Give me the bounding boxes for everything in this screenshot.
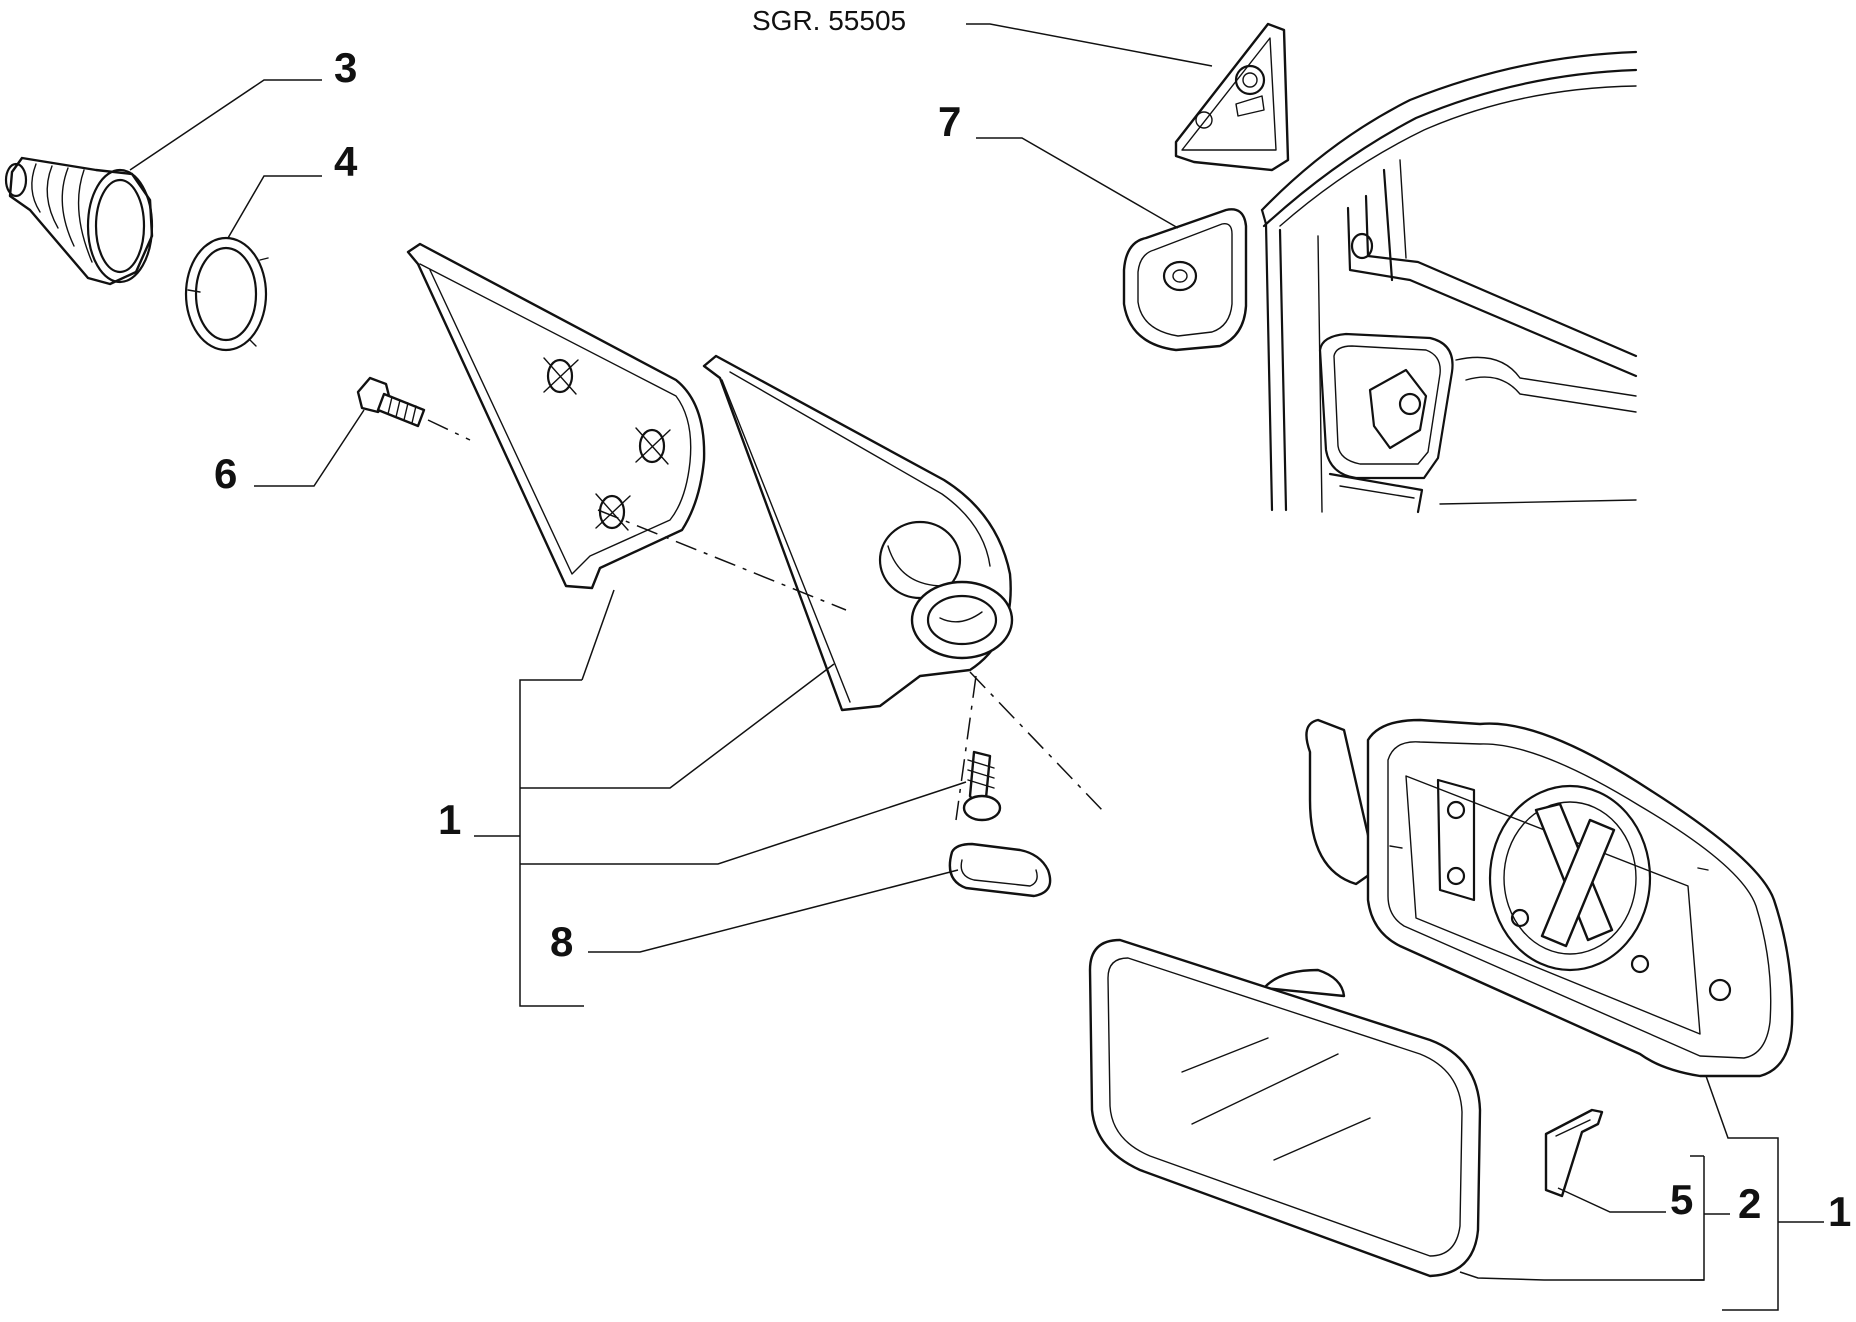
leader-lines xyxy=(129,23,1824,1311)
ring-nut-part xyxy=(184,236,269,352)
clip-part xyxy=(1544,1108,1604,1198)
callout-6: 6 xyxy=(214,450,237,497)
rubber-boot-part xyxy=(4,156,154,286)
mirror-housing-part xyxy=(1305,718,1794,1078)
callout-8: 8 xyxy=(550,918,573,965)
callout-7: 7 xyxy=(938,98,961,145)
reference-label: SGR. 55505 xyxy=(752,5,906,36)
gasket-part xyxy=(1122,208,1248,352)
callout-5: 5 xyxy=(1670,1176,1693,1223)
bolt-part xyxy=(356,376,426,428)
mirror-support-arm-part xyxy=(702,354,1014,712)
callout-2: 2 xyxy=(1738,1180,1761,1227)
callout-4: 4 xyxy=(334,138,358,185)
callout-1-left: 1 xyxy=(438,796,461,843)
mounting-plate-part xyxy=(406,242,706,590)
callout-3: 3 xyxy=(334,44,357,91)
callout-1-right: 1 xyxy=(1828,1188,1851,1235)
screw-part xyxy=(962,750,1002,822)
small-cover-part xyxy=(1174,22,1290,172)
door-frame xyxy=(1260,50,1638,514)
mirror-glass-part xyxy=(1088,938,1482,1278)
grommet-part xyxy=(948,842,1052,898)
